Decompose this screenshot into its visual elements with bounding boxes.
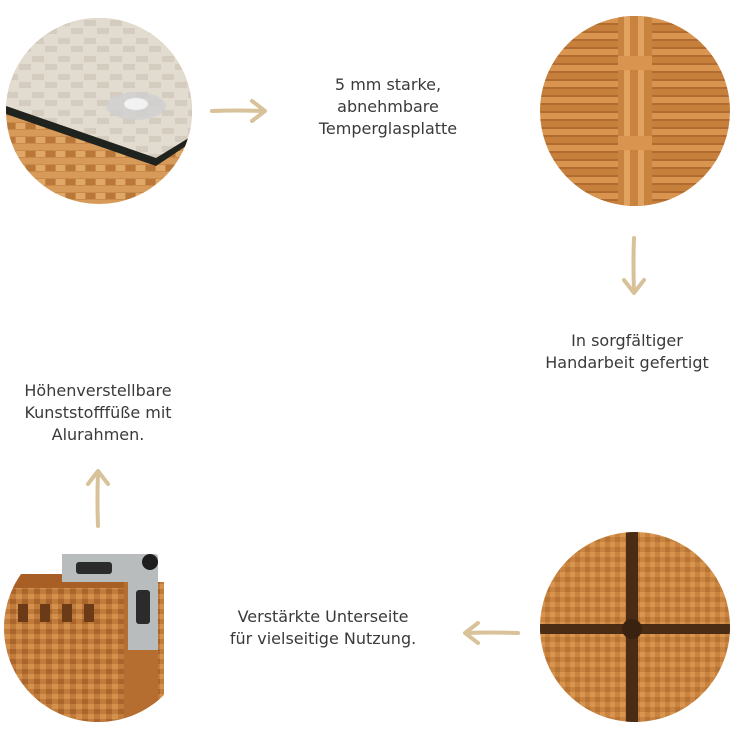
arrow-right-icon: [208, 98, 270, 124]
arrow-up-icon: [84, 466, 112, 530]
reinforced-underside-photo: [540, 532, 730, 722]
feature-caption-feet: Höhenverstellbare Kunststofffüße mit Alu…: [24, 381, 172, 444]
feature-caption-underside: Verstärkte Unterseite für vielseitige Nu…: [229, 607, 417, 648]
adjustable-feet-icon: [4, 534, 192, 722]
glass-top-photo: [6, 18, 192, 204]
adjustable-feet-photo: [4, 534, 192, 722]
rattan-weave-photo: [540, 16, 730, 206]
reinforced-underside-icon: [540, 532, 730, 722]
feature-caption-handmade: In sorgfältiger Handarbeit gefertigt: [545, 331, 709, 372]
feature-caption-glass: 5 mm starke, abnehmbare Temperglasplatte: [318, 75, 458, 138]
rattan-weave-icon: [540, 16, 730, 206]
arrow-down-icon: [620, 234, 648, 298]
arrow-left-icon: [460, 620, 522, 646]
glass-top-icon: [6, 18, 192, 204]
